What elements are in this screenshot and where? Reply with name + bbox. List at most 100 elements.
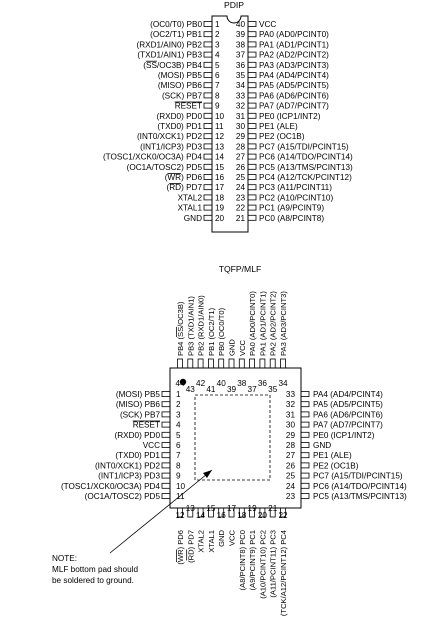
- pin-label: (TCK/A12/PCINT12) PC4: [279, 530, 288, 616]
- pin-label: PA0 (AD0/PCINT0): [248, 291, 257, 356]
- pin-lead: [203, 163, 213, 170]
- pin-label: RESET: [133, 421, 160, 430]
- pin-number: 10: [176, 482, 186, 491]
- note-line-2: MLF bottom pad should: [52, 565, 138, 574]
- pin-label: (RD) PD7: [167, 183, 203, 192]
- pin-label: (MISO) PB6: [158, 81, 203, 90]
- pin-lead: [300, 452, 310, 459]
- pin-label: (RXD0) PD0: [115, 431, 161, 440]
- pin-number: 23: [286, 492, 296, 501]
- pin-label: (OC0/T0) PB0: [150, 20, 202, 29]
- pin-label: XTAL1: [178, 204, 203, 213]
- pin-lead: [161, 411, 171, 418]
- pin-number: 6: [176, 441, 181, 450]
- pin-lead: [203, 204, 213, 211]
- pin-lead: [203, 51, 213, 58]
- pin-number: 11: [215, 122, 224, 131]
- pin-number: 3: [215, 40, 220, 49]
- pin-lead: [269, 507, 276, 518]
- pin-number: 31: [286, 410, 296, 419]
- pin-number: 32: [286, 400, 296, 409]
- pin-lead: [161, 472, 171, 479]
- pin-number: 4: [215, 51, 220, 60]
- pdip-pin-3: 3(RXD1/AIN0) PB2: [136, 40, 220, 49]
- pdip-pin-17: 17(RD) PD7: [167, 183, 225, 192]
- pin-lead: [247, 174, 257, 180]
- pin-number: 4: [176, 421, 181, 430]
- pin-lead: [247, 31, 257, 38]
- tqfp-pin-22: 22 (TCK/A12/PCINT12) PC4: [278, 507, 288, 616]
- pin-lead: [203, 61, 213, 68]
- pin-label: (INT0/XCK1) PD2: [137, 132, 203, 141]
- pdip-pin-14: 14(TOSC1/XCK0/OC3A) PD4: [103, 153, 225, 162]
- pin-number: 36: [236, 61, 246, 70]
- pin-label: PC5 (A13/TMS/PCINT13): [259, 163, 353, 172]
- pin-lead: [203, 194, 213, 201]
- pin-label: (TXD0) PD1: [115, 451, 160, 460]
- pin-number: 22: [278, 511, 288, 520]
- pin-lead: [280, 358, 286, 369]
- pin-lead: [247, 82, 257, 89]
- pin-label: XTAL1: [207, 530, 216, 553]
- pin-number: 19: [215, 204, 225, 213]
- pin-lead: [247, 204, 257, 211]
- pin-number: 8: [176, 461, 181, 470]
- pin-lead: [247, 184, 257, 191]
- pin-lead: [247, 21, 257, 27]
- pin-number: 44: [175, 379, 185, 388]
- pin-lead: [269, 358, 276, 369]
- pdip-pin-16: 16(WR) PD6: [165, 173, 225, 182]
- pin-label: PE1 (ALE): [259, 122, 298, 131]
- pin-label: VCC: [143, 441, 160, 450]
- pin-lead: [247, 133, 257, 140]
- pin-lead: [161, 442, 171, 448]
- pin-label: PA5 (AD5/PCINT5): [313, 400, 383, 409]
- pin-number: 12: [175, 511, 185, 520]
- pin-number: 18: [237, 511, 247, 520]
- tqfp-pin-8: 8(INT0/XCK1) PD2: [95, 461, 181, 470]
- pin-lead: [177, 507, 183, 518]
- pin-number: 31: [236, 112, 246, 121]
- pin-label: (WR) PD6: [165, 173, 203, 182]
- pin-label: VCC: [238, 339, 247, 356]
- pin-label: VCC: [228, 529, 237, 546]
- pin-lead: [247, 194, 257, 201]
- pin-lead: [300, 401, 310, 408]
- pin-label: PA5 (AD5/PCINT5): [259, 81, 329, 90]
- pin-number: 14: [196, 511, 206, 520]
- pin-number: 25: [236, 173, 246, 182]
- pin-number: 27: [286, 451, 296, 460]
- pin-lead: [161, 391, 171, 397]
- pin-number: 14: [215, 153, 225, 162]
- pin-label: GND: [228, 339, 237, 356]
- pin-lead: [247, 102, 257, 109]
- pin-label: PA4 (AD4/PCINT4): [313, 390, 383, 399]
- pin-label: PA2 (AD2/PCINT2): [259, 51, 329, 60]
- pin-label: (MOSI) PB5: [116, 390, 161, 399]
- pin-label: VCC: [259, 20, 276, 29]
- pin-label: (A10/PCINT10) PC2: [258, 530, 267, 599]
- pin-lead: [300, 493, 310, 499]
- pin-lead: [203, 153, 213, 160]
- pin-number: 20: [258, 511, 268, 520]
- pin-number: 17: [227, 504, 237, 513]
- pin-label: PA6 (AD6/PCINT6): [313, 410, 383, 419]
- pin-lead: [247, 153, 257, 160]
- pin-label: (OC2/T1) PB1: [150, 30, 202, 39]
- pin-lead: [207, 358, 214, 369]
